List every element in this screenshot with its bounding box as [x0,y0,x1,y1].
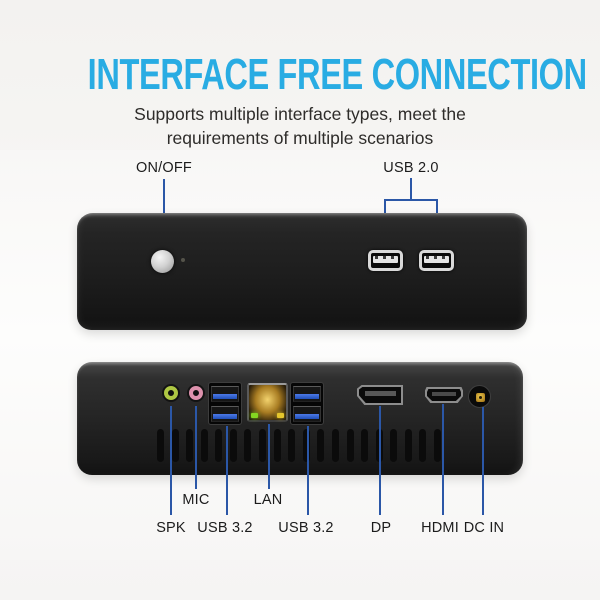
usb2-tab [424,256,449,263]
leader-usb-bracket [384,199,438,201]
leader-dp [379,406,381,515]
lan-port [247,383,288,422]
page-subtitle: Supports multiple interface types, meet … [0,102,600,150]
leader-usb-stem [410,178,412,201]
usb3-stack-left [208,382,242,425]
mic-jack [189,386,203,400]
leader-dc-in [482,407,484,515]
label-lan: LAN [253,492,283,508]
leader-hdmi [442,404,444,515]
label-usb32-left: USB 3.2 [197,520,253,536]
photo-background [0,150,600,560]
label-usb32-right: USB 3.2 [278,520,334,536]
page-title: INTERFACE FREE CONNECTION [0,53,600,107]
subtitle-line-2: requirements of multiple scenarios [166,128,434,148]
label-on-off: ON/OFF [136,160,192,176]
usb2-pins [375,256,396,259]
hdmi-port [425,387,463,403]
usb2-pins [426,256,447,259]
leader-usb32-right [307,426,309,515]
usb3-port [211,406,239,422]
vent-slots [157,429,441,462]
lan-led-green [251,413,258,418]
usb3-port [211,386,239,402]
leader-on-off [163,179,165,246]
speaker-jack [164,386,178,400]
mini-pc-front-view [77,213,527,330]
usb2-tab [373,256,398,263]
page-title-text: INTERFACE FREE CONNECTION [87,50,587,99]
usb3-port [293,406,321,422]
leader-usb32-left [226,426,228,515]
label-spk: SPK [156,520,186,536]
power-led [181,258,185,262]
leader-lan [268,424,270,489]
label-dc-in: DC IN [463,520,505,536]
usb2-port-right [419,250,454,271]
displayport-port [357,385,403,405]
label-mic: MIC [182,492,210,508]
usb3-port [293,386,321,402]
power-button [151,250,174,273]
label-usb-2-0: USB 2.0 [383,160,439,176]
subtitle-line-1: Supports multiple interface types, meet … [134,104,466,124]
label-hdmi: HDMI [421,520,459,536]
label-dp: DP [370,520,392,536]
usb2-port-left [368,250,403,271]
lan-led-amber [277,413,284,418]
usb3-stack-right [290,382,324,425]
leader-mic [195,406,197,489]
dc-in-jack [468,385,491,408]
leader-spk [170,406,172,515]
